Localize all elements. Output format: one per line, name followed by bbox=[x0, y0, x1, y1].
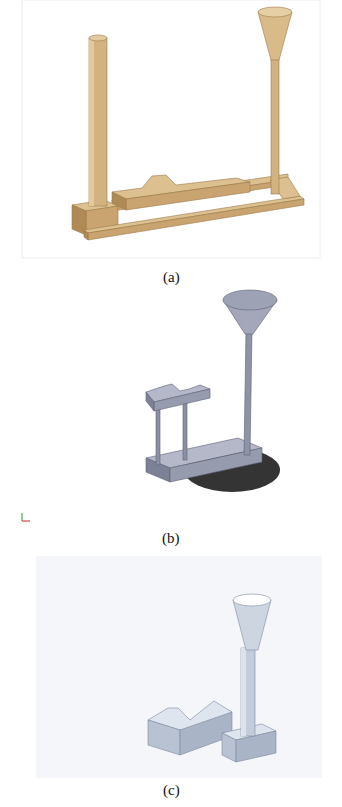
gating-system-b bbox=[22, 290, 280, 521]
panel-label: (b) bbox=[162, 530, 180, 547]
panel-label: (a) bbox=[163, 269, 180, 286]
panel-frame bbox=[22, 0, 320, 258]
gating-system-c bbox=[148, 594, 276, 762]
gating-system-a bbox=[72, 7, 304, 240]
panel-label: (c) bbox=[163, 782, 180, 799]
panel-background bbox=[36, 556, 322, 778]
